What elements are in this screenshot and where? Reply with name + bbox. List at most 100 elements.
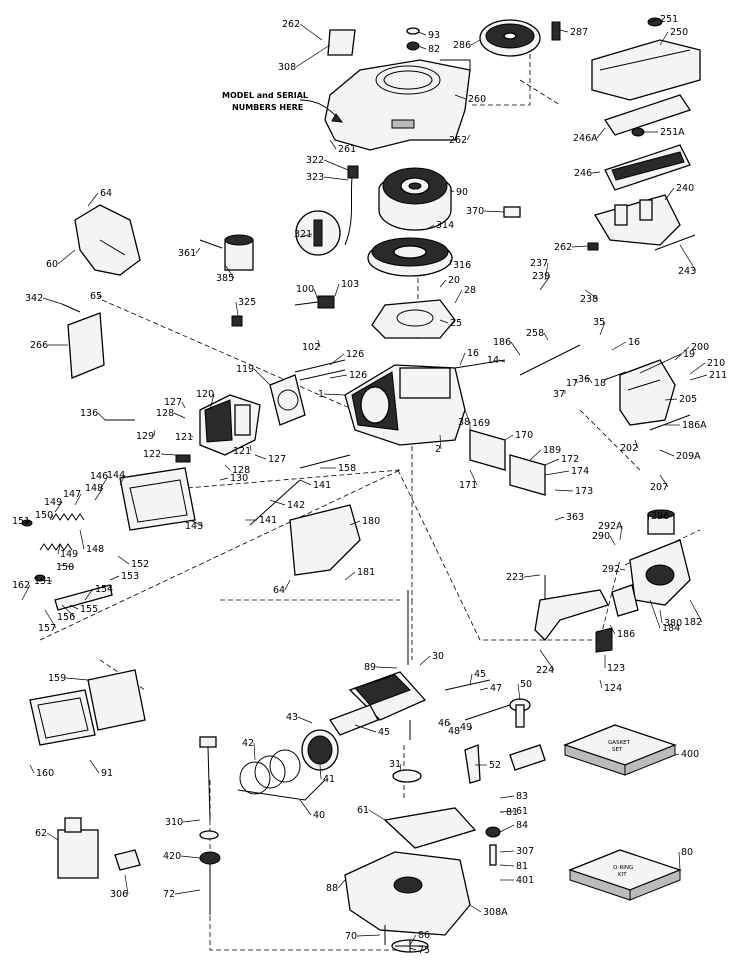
callout-leader: [224, 264, 235, 279]
part-number-label: 380: [664, 618, 682, 629]
note-line2: NUMBERS HERE: [232, 103, 303, 112]
part-number-label: 61: [516, 806, 528, 817]
part-number-label: 122: [143, 449, 161, 460]
callout-leader: [249, 444, 252, 452]
part-number-label: 149: [60, 549, 78, 560]
part-number-label: 81: [506, 807, 518, 818]
part-number-label: 169: [472, 418, 490, 429]
part-number-label: 36: [578, 374, 590, 385]
callout-leader: [99, 475, 109, 491]
callout-leader: [523, 574, 541, 578]
callout-leader: [659, 449, 675, 457]
callout-leader: [299, 23, 323, 41]
callout-leader: [529, 449, 542, 461]
oil-bottle: [57, 817, 99, 879]
part-number-label: 16: [628, 337, 640, 348]
part-number-label: 35: [593, 317, 605, 328]
callout-leader: [589, 379, 593, 384]
part-number-label: 2: [435, 444, 441, 455]
callout-leader: [409, 947, 417, 951]
part-number-label: 46: [438, 718, 450, 729]
pushrod-158: [299, 454, 351, 469]
washer-93: [406, 27, 420, 35]
piston-rings: [239, 749, 301, 795]
part-number-label: 149: [44, 497, 62, 508]
callout-leader: [649, 18, 659, 23]
callout-leader: [689, 599, 703, 623]
part-number-label: 370: [466, 206, 484, 217]
part-number-label: 70: [345, 931, 357, 942]
gasket-set-line2: SET: [612, 747, 623, 753]
callout-leader: [517, 683, 521, 701]
part-number-label: 127: [268, 454, 286, 465]
part-number-label: 128: [232, 465, 250, 476]
part-number-label: 258: [526, 328, 544, 339]
part-number-label: 119: [236, 364, 254, 375]
inset-detail-321: [295, 210, 341, 256]
part-number-label: 148: [86, 544, 104, 555]
callout-leader: [29, 764, 35, 774]
part-number-label: 130: [230, 473, 248, 484]
shroud-180: [289, 504, 361, 576]
callout-leader: [439, 434, 442, 450]
part-number-label: 153: [121, 571, 139, 582]
part-number-label: 142: [287, 500, 305, 511]
callout-leader: [554, 489, 574, 492]
callout-leader: [284, 579, 291, 591]
part-number-label: 186A: [682, 420, 707, 431]
o-ring-kit-line2: KIT: [618, 872, 627, 878]
gasket-170: [469, 429, 506, 471]
callout-leader: [454, 94, 467, 100]
callout-leader: [409, 934, 417, 946]
part-number-label: 180: [362, 516, 380, 527]
callout-leader: [254, 454, 267, 460]
part-number-label: 401: [516, 875, 534, 886]
part-number-label: 160: [36, 768, 54, 779]
callout-leader: [74, 493, 82, 506]
part-number-label: 20: [448, 275, 460, 286]
part-number-label: 17: [566, 378, 578, 389]
callout-leader: [57, 544, 61, 555]
part-number-label: 250: [670, 27, 688, 38]
callout-leader: [611, 341, 627, 351]
callout-leader: [649, 599, 661, 629]
model-serial-note: MODEL and SERIAL NUMBERS HERE: [222, 91, 344, 123]
part-number-label: 150: [56, 562, 74, 573]
callout-leader: [182, 819, 201, 823]
callout-leader: [417, 31, 427, 36]
callout-leader: [599, 321, 606, 336]
gasket-61: [383, 807, 477, 849]
callout-leader: [109, 575, 120, 581]
callout-leader: [119, 474, 126, 486]
connecting-rod: [329, 704, 379, 736]
part-number-label: 82: [428, 44, 440, 55]
part-number-label: 151: [12, 516, 30, 527]
callout-leader: [253, 742, 256, 761]
callout-leader: [59, 564, 75, 568]
callout-leader: [599, 679, 603, 689]
part-number-label: 146: [90, 471, 108, 482]
fan-91: [391, 939, 429, 953]
callout-leader: [659, 31, 669, 46]
part-number-label: 45: [378, 727, 390, 738]
callout-leader: [21, 520, 31, 524]
part-number-label: 262: [554, 242, 572, 253]
breather-cover-143: [119, 467, 196, 531]
part-number-label: 154: [95, 584, 113, 595]
callout-leader: [499, 824, 515, 833]
part-number-label: 52: [489, 760, 501, 771]
part-number-label: 261: [338, 144, 356, 155]
callout-leader: [449, 259, 452, 266]
part-number-label: 292: [602, 564, 620, 575]
gasket-189: [509, 454, 546, 496]
callout-leader: [299, 233, 313, 238]
callout-leader: [224, 464, 231, 471]
callout-leader: [299, 799, 312, 816]
part-number-label: 25: [450, 318, 462, 329]
part-number-label: 266: [30, 340, 48, 351]
wire-323: [344, 177, 353, 246]
callout-leader: [678, 851, 681, 871]
callout-leader: [180, 855, 201, 859]
washer-31: [392, 769, 422, 783]
